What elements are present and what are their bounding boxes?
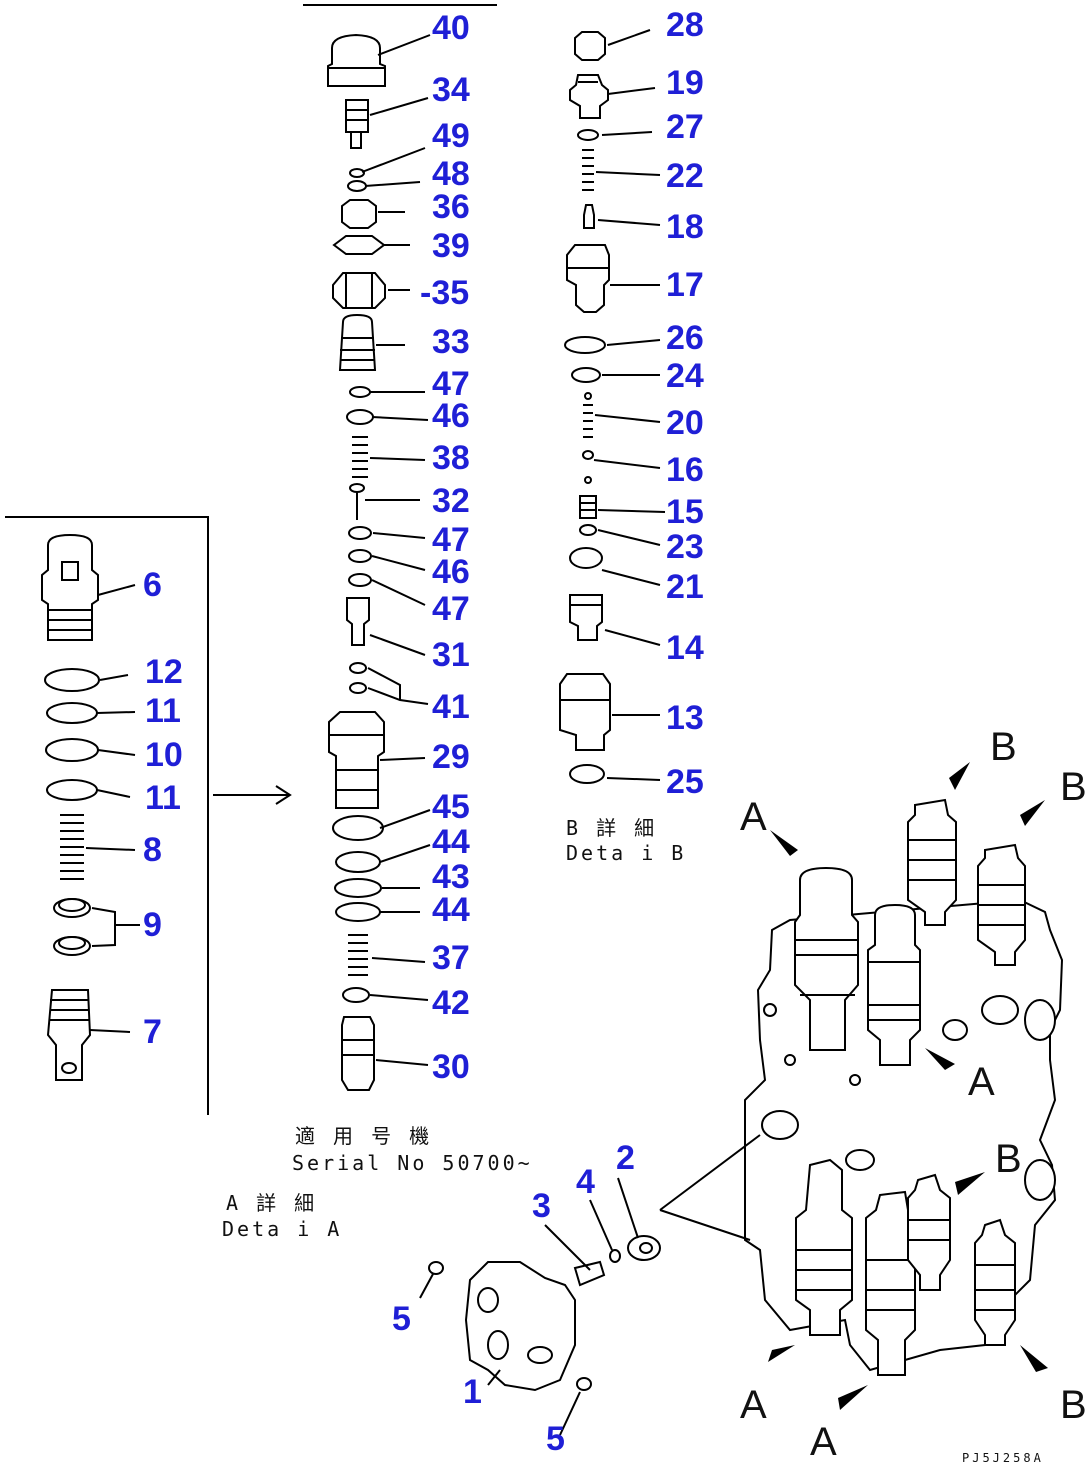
label-13: 13 [666, 699, 704, 737]
label-38: 38 [432, 439, 470, 477]
label-47a: 47 [432, 365, 470, 403]
label-39: 39 [432, 227, 470, 265]
view-arrow-b2 [1020, 800, 1045, 826]
label-43: 43 [432, 858, 470, 896]
view-letter-b4: B [1060, 1383, 1087, 1427]
label-48: 48 [432, 155, 470, 193]
label-32: 32 [432, 482, 470, 520]
view-arrow-a2 [925, 1048, 955, 1070]
part-number-labels: 40 34 49 48 36 39 -35 33 47 46 38 32 47 … [143, 6, 704, 1458]
label-22: 22 [666, 157, 704, 195]
leaders-column-3 [85, 584, 140, 1033]
column-detail-a-valve [41, 533, 100, 1081]
valve-assembly [659, 798, 1064, 1376]
label-24: 24 [666, 357, 704, 395]
view-arrow-b4 [1020, 1345, 1048, 1372]
label-30: 30 [432, 1048, 470, 1086]
label-34: 34 [432, 71, 470, 109]
label-29: 29 [432, 738, 470, 776]
view-letter-a1: A [740, 795, 767, 839]
label-3: 3 [532, 1187, 551, 1225]
label-28: 28 [666, 6, 704, 44]
label-12: 12 [145, 653, 183, 691]
label-47c: 47 [432, 590, 470, 628]
view-letter-b3: B [995, 1137, 1022, 1181]
column-detail-a-relief [327, 33, 386, 1091]
label-23: 23 [666, 528, 704, 566]
label-26: 26 [666, 319, 704, 357]
label-7: 7 [143, 1013, 162, 1051]
label-21: 21 [666, 568, 704, 606]
label-31: 31 [432, 636, 470, 674]
view-letter-a2: A [968, 1060, 995, 1104]
label-11b: 11 [145, 779, 181, 817]
label-35: -35 [420, 274, 469, 312]
label-15: 15 [666, 493, 704, 531]
label-6: 6 [143, 566, 162, 604]
leaders-column-2 [593, 29, 666, 781]
serial-number: Serial No 50700~ [292, 1151, 533, 1175]
label-2: 2 [616, 1139, 635, 1177]
view-letter-a3: A [740, 1383, 767, 1427]
label-33: 33 [432, 323, 470, 361]
label-46b: 46 [432, 553, 470, 591]
label-46a: 46 [432, 397, 470, 435]
view-arrow-a3 [768, 1345, 795, 1362]
view-arrow-b1 [949, 762, 970, 790]
view-arrow-a4 [838, 1385, 868, 1410]
label-40: 40 [432, 9, 470, 47]
label-11a: 11 [145, 692, 181, 730]
frame-lines [5, 4, 497, 1115]
pilot-cover-group [419, 1177, 661, 1436]
label-44a: 44 [432, 823, 470, 861]
serial-title-jp: 適 用 号 機 [295, 1124, 432, 1148]
column-detail-b-relief [559, 31, 611, 784]
label-37: 37 [432, 939, 470, 977]
label-1: 1 [463, 1373, 482, 1411]
label-42: 42 [432, 984, 470, 1022]
label-41: 41 [432, 688, 470, 726]
label-8: 8 [143, 831, 162, 869]
label-5b: 5 [546, 1420, 565, 1458]
label-9: 9 [143, 906, 162, 944]
label-47b: 47 [432, 521, 470, 559]
label-10: 10 [145, 736, 183, 774]
label-18: 18 [666, 208, 704, 246]
label-49: 49 [432, 117, 470, 155]
detail-a-title-jp: A 詳 細 [226, 1191, 317, 1215]
view-arrow-a1 [770, 830, 798, 856]
view-arrows [768, 762, 1048, 1410]
detail-a-title-en: Deta i A [222, 1217, 342, 1241]
detail-b-title-en: Deta i B [566, 841, 686, 865]
label-19: 19 [666, 64, 704, 102]
label-25: 25 [666, 763, 704, 801]
label-45: 45 [432, 788, 470, 826]
detail-notes: B 詳 細 Deta i B 適 用 号 機 Serial No 50700~ … [222, 816, 686, 1241]
label-27: 27 [666, 108, 704, 146]
label-17: 17 [666, 266, 704, 304]
view-letter-b2: B [1060, 765, 1087, 809]
label-20: 20 [666, 404, 704, 442]
label-14: 14 [666, 629, 704, 667]
label-5a: 5 [392, 1300, 411, 1338]
label-16: 16 [666, 451, 704, 489]
label-44b: 44 [432, 891, 470, 929]
leaders-column-1 [361, 34, 431, 1066]
view-letter-b1: B [990, 725, 1017, 769]
detail-b-title-jp: B 詳 細 [566, 816, 657, 840]
view-letter-a4: A [810, 1420, 837, 1464]
view-arrow-b3 [955, 1172, 985, 1195]
label-4: 4 [576, 1163, 595, 1201]
label-36: 36 [432, 188, 470, 226]
drawing-code: PJ5J258A [962, 1451, 1044, 1465]
view-letters: A B B A B A B A [740, 725, 1087, 1464]
